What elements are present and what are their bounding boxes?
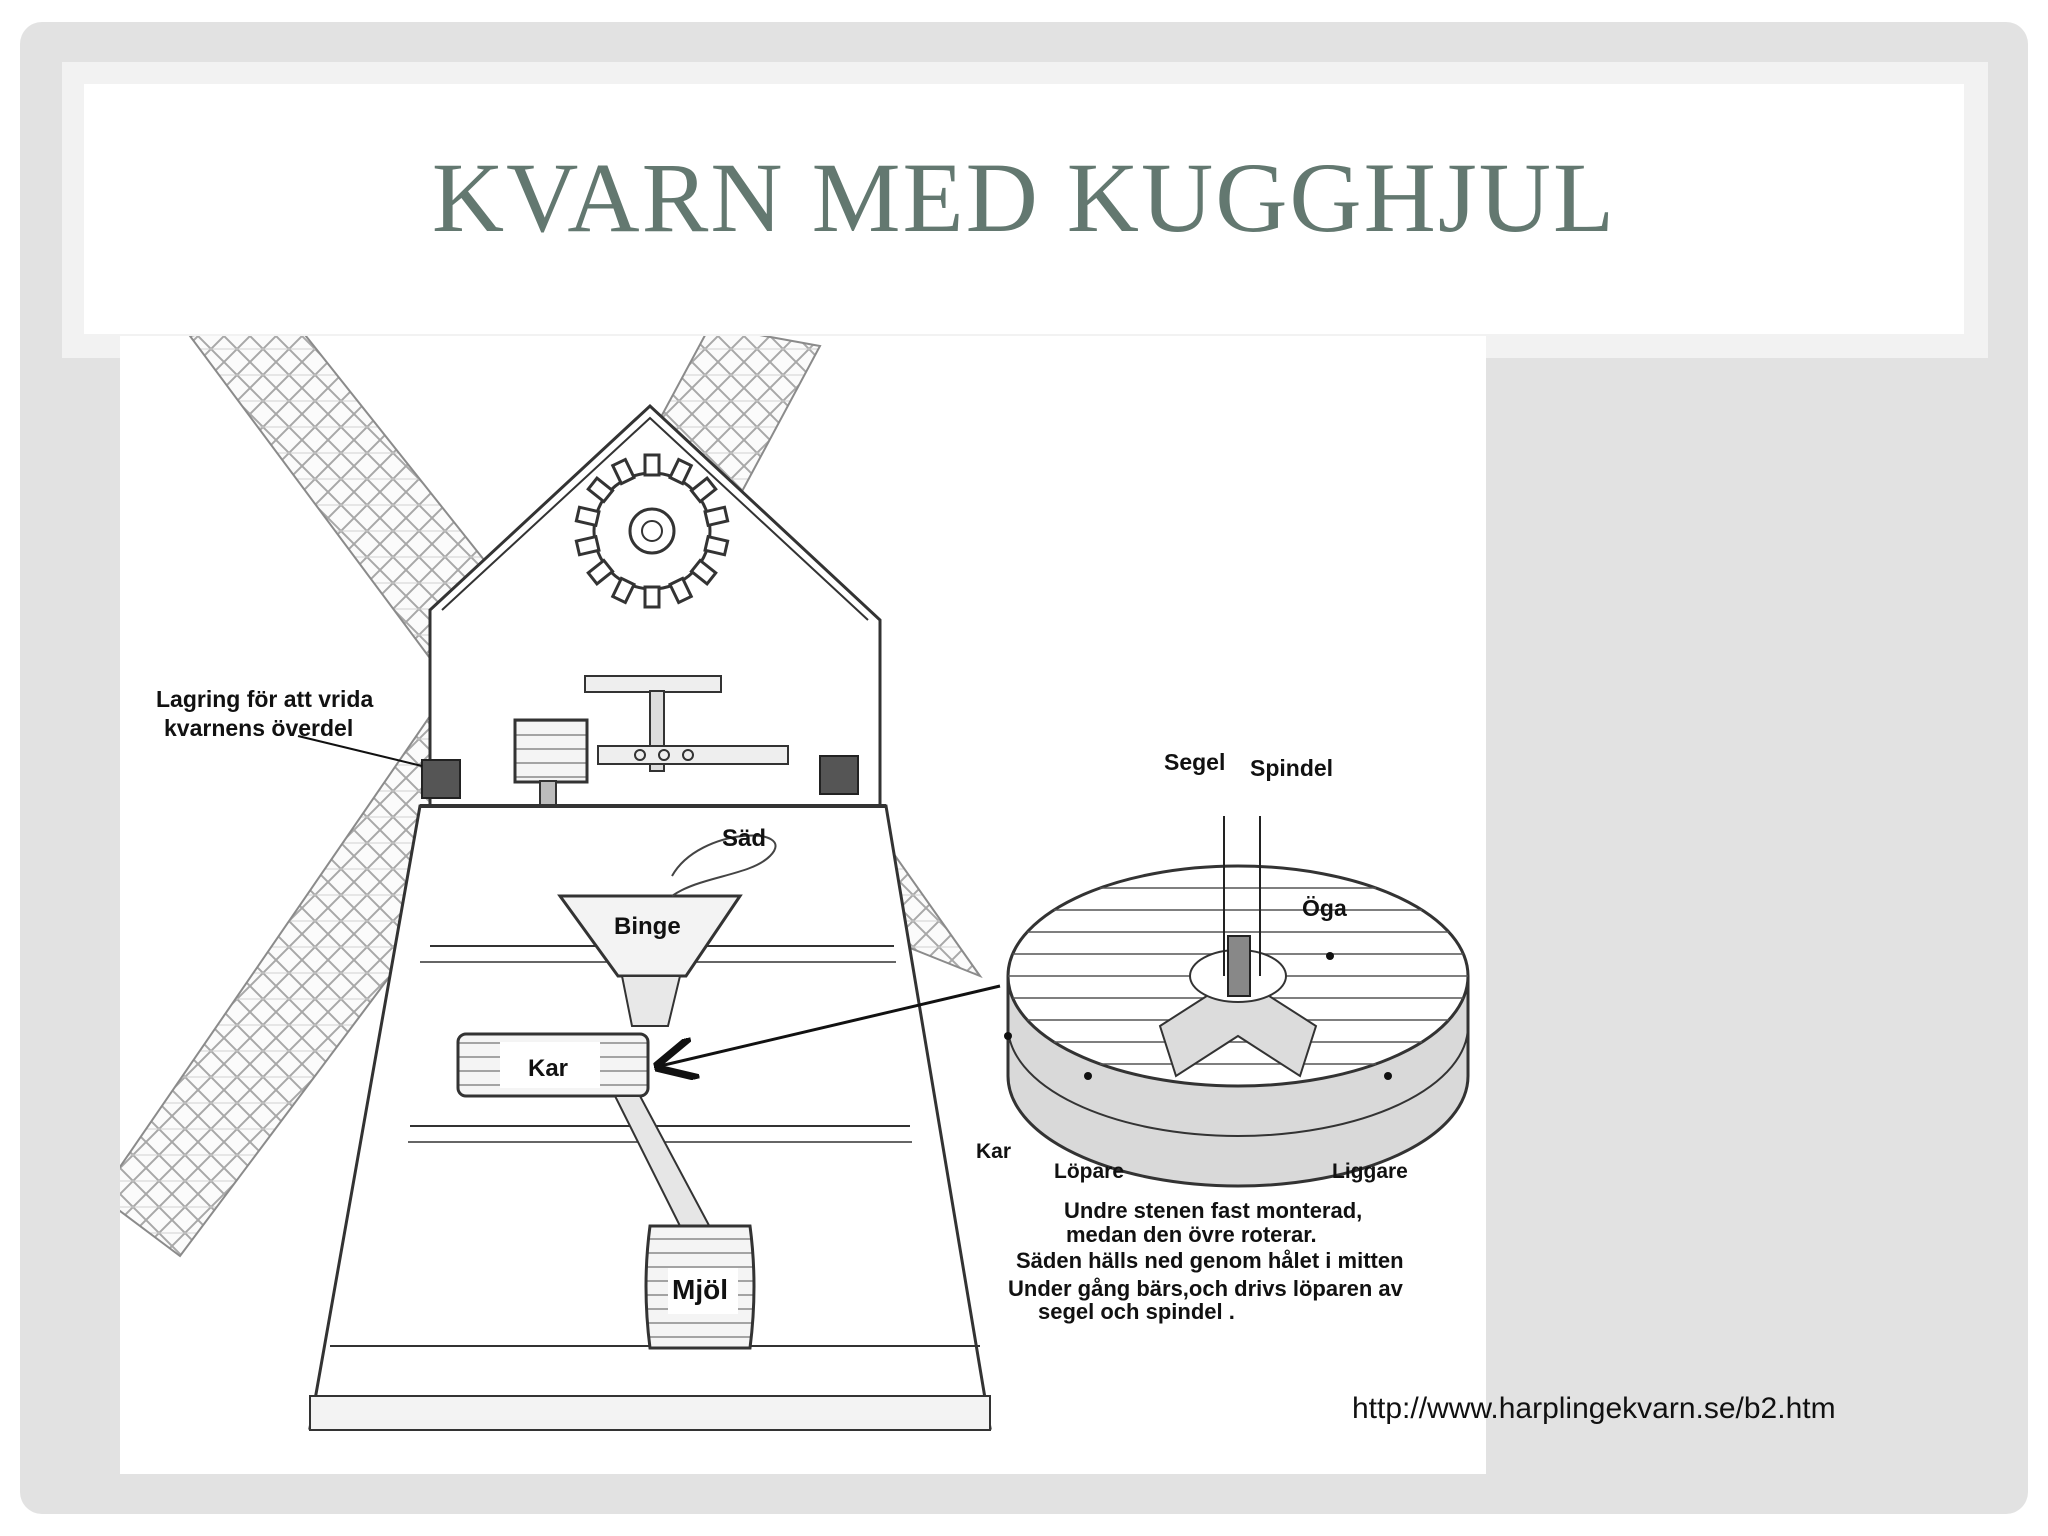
- spindel-label: Spindel: [1250, 755, 1333, 781]
- hopper: [557, 894, 743, 1027]
- title-box: [84, 84, 1964, 334]
- description-line: Säden hälls ned genom hålet i mitten: [1016, 1248, 1404, 1273]
- bearing-label-line1: Lagring för att vrida: [156, 686, 373, 712]
- description-line: medan den övre roterar.: [1066, 1222, 1317, 1247]
- gear-wheel: [574, 453, 730, 609]
- binge-label: Binge: [614, 913, 681, 940]
- sad-label: Säd: [722, 825, 766, 852]
- bearing-leader: [297, 735, 423, 767]
- description-text: Undre stenen fast monterad, medan den öv…: [1008, 1198, 1404, 1324]
- source-url[interactable]: http://www.harplingekvarn.se/b2.htm: [1352, 1392, 1836, 1425]
- grain-flow: [671, 834, 777, 897]
- millstone-detail: [1004, 816, 1470, 1188]
- mjol-label: Mjöl: [672, 1274, 728, 1305]
- windmill-diagram: Lagring för att vrida kvarnens överdel S…: [120, 336, 1486, 1474]
- stone-housing: [456, 1032, 722, 1247]
- flour-barrel: [644, 1224, 756, 1350]
- bearing-blocks: [421, 755, 859, 799]
- description-line: Under gång bärs,och drivs löparen av: [1008, 1276, 1404, 1301]
- lopare-label: Löpare: [1054, 1160, 1124, 1183]
- oga-label: Öga: [1302, 895, 1347, 921]
- liggare-label: Liggare: [1332, 1160, 1408, 1183]
- description-line: Undre stenen fast monterad,: [1064, 1198, 1362, 1223]
- bearing-label-line2: kvarnens överdel: [164, 715, 353, 741]
- kar-stone-label: Kar: [976, 1140, 1011, 1163]
- description-line: segel och spindel .: [1038, 1299, 1235, 1324]
- pointer-arrow: [660, 984, 1001, 1066]
- kar-label: Kar: [528, 1055, 568, 1082]
- segel-label: Segel: [1164, 749, 1225, 775]
- slide-title: KVARN MED KUGGHJUL: [431, 142, 1617, 253]
